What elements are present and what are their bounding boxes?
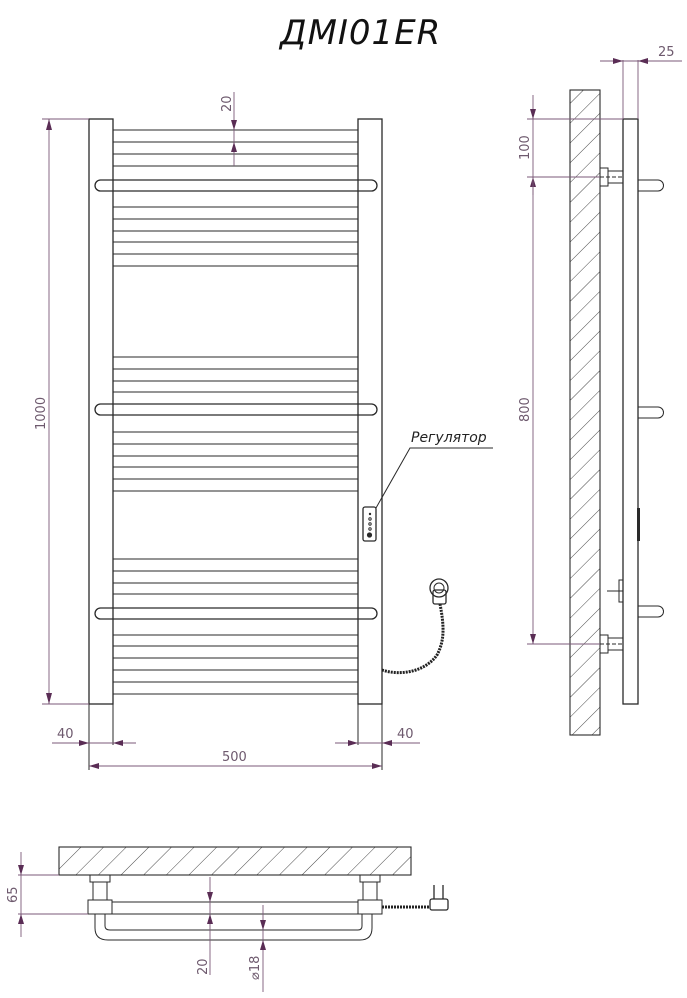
dim-right-post-label: 40 xyxy=(397,727,414,742)
power-cable xyxy=(381,578,449,675)
front-view: Регулятор 1000 20 xyxy=(34,92,493,770)
rungs xyxy=(113,129,358,695)
dim-depth-25: 25 xyxy=(600,45,682,119)
regulator-label: Регулятор xyxy=(411,430,487,446)
dim-left-post-label: 40 xyxy=(57,727,74,742)
dim-rung-pitch: 20 xyxy=(220,92,237,166)
dim-top-label: 100 xyxy=(518,135,533,160)
top-view: 65 20 ⌀18 xyxy=(6,846,449,992)
dim-mount-800: 800 xyxy=(518,177,600,645)
dim-mount-label: 800 xyxy=(518,397,533,422)
towel-bar-top xyxy=(94,179,378,192)
dim-right-post: 40 xyxy=(335,727,420,746)
dim-depth-label: 25 xyxy=(658,45,675,60)
dim-wall-label: 65 xyxy=(6,886,21,903)
regulator-control xyxy=(362,506,377,542)
dim-rung-label: 20 xyxy=(196,958,211,975)
dim-height-label: 1000 xyxy=(34,397,49,430)
dim-diameter-18: ⌀18 xyxy=(248,905,266,992)
towel-bar-bottom xyxy=(94,607,378,620)
dim-pitch-label: 20 xyxy=(220,95,235,112)
side-view: 25 100 800 xyxy=(518,45,682,736)
dim-width-label: 500 xyxy=(222,750,247,765)
title-text: ДМI01ER xyxy=(278,13,441,52)
dim-diameter-label: ⌀18 xyxy=(248,956,263,980)
towel-bar-middle xyxy=(94,403,378,416)
dim-left-post: 40 xyxy=(52,727,136,746)
dim-wall-65: 65 xyxy=(6,852,88,937)
wall-section xyxy=(569,89,601,736)
drawing-title: ДМI01ER xyxy=(276,6,456,52)
dim-width-500: 500 xyxy=(89,750,382,769)
dim-rung-20: 20 xyxy=(196,877,213,975)
wall-section-top xyxy=(58,846,412,876)
dim-height-1000: 1000 xyxy=(34,118,89,705)
